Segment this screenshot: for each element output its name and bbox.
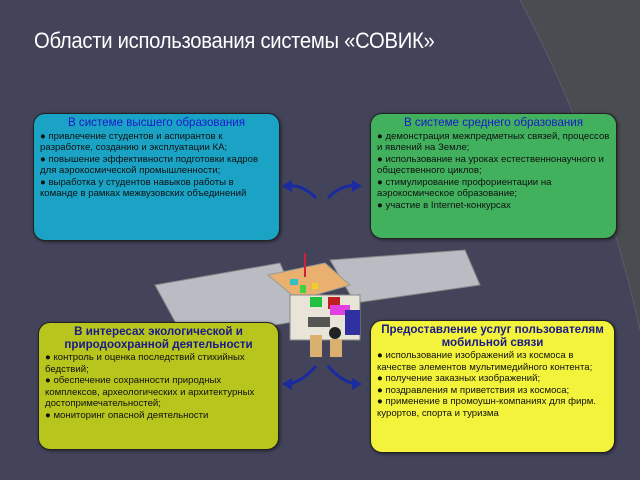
- slide-title: Области использования системы «СОВИК»: [34, 28, 435, 53]
- list-item: ● поздравления м приветствия из космоса;: [377, 384, 570, 396]
- list-item: ● использование изображений из космоса в…: [377, 350, 593, 373]
- arrow-icons-bottom: [282, 365, 362, 390]
- list-item: ● стимулирование профориентации на аэрок…: [377, 176, 552, 200]
- list-item: ● демонстрация межпредметных связей, про…: [377, 130, 610, 154]
- list-item: ● выработка у студентов навыков работы в…: [40, 176, 247, 200]
- list-item: ● обеспечение сохранности природных комп…: [45, 375, 255, 410]
- list-item: ● повышение эффективности подготовки кад…: [40, 153, 259, 177]
- list-item: ● контроль и оценка последствий стихийны…: [45, 352, 245, 375]
- box-heading: В интересах экологической и природоохран…: [64, 325, 253, 351]
- list-item: ● применение в промоушн-компаниях для фи…: [377, 396, 596, 419]
- box-heading: Предоставление услуг пользователям мобил…: [381, 323, 604, 349]
- list-item: ● получение заказных изображений;: [377, 373, 541, 385]
- secondary-education-box: В системе среднего образования ● демонст…: [370, 113, 617, 239]
- list-item: ● использование на уроках естественнонау…: [377, 153, 604, 177]
- list-item: ● привлечение студентов и аспирантов к р…: [40, 130, 228, 154]
- mobile-services-box: Предоставление услуг пользователям мобил…: [370, 320, 615, 453]
- box-heading: В системе высшего образования: [67, 116, 246, 129]
- list-item: ● участие в Internet-конкурсах: [377, 200, 511, 212]
- satellite-image: [154, 249, 481, 357]
- box-heading: В системе среднего образования: [403, 116, 584, 129]
- list-item: ● мониторинг опасной деятельности: [45, 409, 209, 421]
- arrow-icons-top: [282, 180, 362, 200]
- ecology-box: В интересах экологической и природоохран…: [38, 322, 279, 450]
- higher-education-box: В системе высшего образования ● привлече…: [33, 113, 280, 241]
